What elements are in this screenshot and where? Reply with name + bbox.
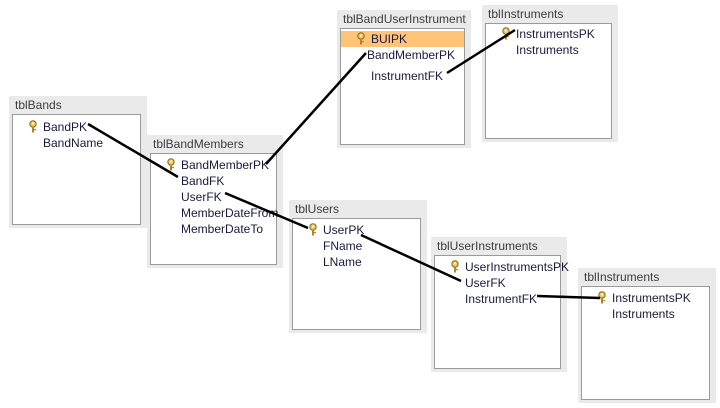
field-name: BandPK [43,120,88,134]
table-title[interactable]: tblUsers [295,202,340,216]
field-row[interactable]: BandMemberPK [341,47,464,63]
field-row[interactable]: Instruments [486,42,611,58]
primary-key-icon [501,27,511,40]
primary-key-icon [450,260,460,273]
field-row[interactable]: InstrumentsPK [486,26,611,42]
field-row[interactable]: BandMemberPK [151,157,276,173]
field-row[interactable]: InstrumentFK [435,291,560,307]
table-title[interactable]: tblBandUserInstrument [343,12,466,26]
field-row[interactable]: InstrumentFK [341,68,464,84]
table-title[interactable]: tblBands [15,98,62,112]
field-row[interactable]: MemberDateFrom [151,205,279,221]
field-name: UserFK [465,276,506,290]
field-list[interactable]: UserInstrumentsPK UserFK InstrumentFK [434,255,569,369]
field-row[interactable]: MemberDateTo [151,221,276,237]
primary-key-icon [356,32,366,45]
table-title[interactable]: tblInstruments [584,270,660,284]
table-tblbandmembers[interactable]: tblBandMembers BandMemberPK BandFK UserFK M… [147,135,283,268]
field-row[interactable]: UserFK [435,275,560,291]
field-row[interactable]: LName [293,254,420,270]
field-name: BandMemberPK [181,158,270,172]
primary-key-icon [597,291,607,304]
table-tblinstruments[interactable]: tblInstruments InstrumentsPK Instruments [482,5,618,142]
field-row[interactable]: BandPK [13,119,140,135]
table-title[interactable]: tblUserInstruments [437,239,538,253]
field-row[interactable]: BandName [13,135,140,151]
table-tblinstruments[interactable]: tblInstruments InstrumentsPK Instruments [578,268,716,403]
table-title[interactable]: tblInstruments [488,7,564,21]
field-name: MemberDateTo [181,222,264,236]
table-tblbands[interactable]: tblBands BandPK BandName [9,96,147,228]
field-name: InstrumentsPK [612,291,691,305]
field-list[interactable]: InstrumentsPK Instruments [485,23,612,139]
field-row[interactable]: BUIPK [341,31,464,47]
field-name: Instruments [612,307,675,321]
field-name: LName [323,255,362,269]
field-row[interactable]: UserFK [151,189,276,205]
field-row[interactable]: UserPK [293,222,420,238]
field-name: UserInstrumentsPK [465,260,570,274]
field-name: Instruments [516,43,579,57]
field-name: InstrumentsPK [516,27,595,41]
field-row[interactable]: BandFK [151,173,276,189]
field-name: BandFK [181,174,225,188]
field-row[interactable]: Instruments [582,306,709,322]
primary-key-icon [166,158,176,171]
primary-key-icon [308,223,318,236]
field-name: MemberDateFrom [181,206,279,220]
field-name: BandMemberPK [367,48,456,62]
field-row[interactable]: InstrumentsPK [582,290,709,306]
primary-key-icon [28,120,38,133]
field-name: UserFK [181,190,222,204]
field-list[interactable]: BUIPK BandMemberPK InstrumentFK [340,28,465,145]
field-row[interactable]: FName [293,238,420,254]
field-name: BandName [43,136,104,150]
field-name: InstrumentFK [465,292,538,306]
table-tblbanduserinstrument[interactable]: tblBandUserInstrument BUIPK BandMemberPK I… [337,10,471,148]
table-title[interactable]: tblBandMembers [153,137,244,151]
field-name: FName [323,239,363,253]
field-name: UserPK [323,223,365,237]
field-list[interactable]: InstrumentsPK Instruments [581,286,710,400]
field-name: InstrumentFK [371,69,444,83]
field-row[interactable]: UserInstrumentsPK [435,259,569,275]
field-list[interactable]: BandPK BandName [12,114,141,225]
field-name: BUIPK [371,32,408,46]
